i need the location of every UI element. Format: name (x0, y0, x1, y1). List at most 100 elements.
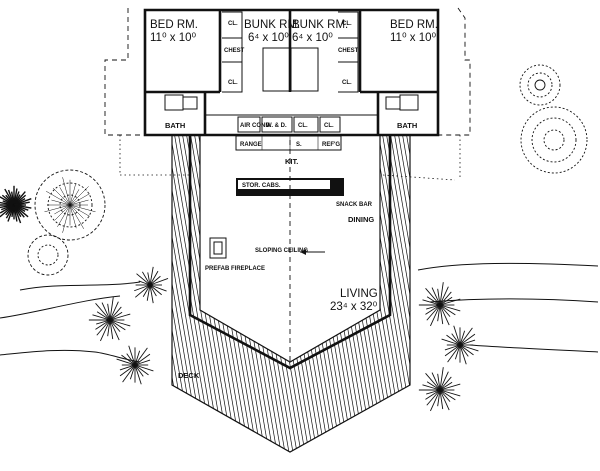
shrub-stroke (54, 204, 71, 215)
ground-contours (0, 262, 599, 363)
deck-hatch-line (231, 135, 293, 452)
shrub-stroke (96, 311, 111, 321)
shrub-stroke (116, 358, 136, 366)
deck-hatch-line (444, 120, 504, 470)
shrub-stroke (459, 339, 476, 346)
shrub-stroke (134, 284, 151, 292)
deck-hatch-line (468, 120, 528, 470)
deck-hatch-line (172, 135, 225, 452)
shrub-stroke (134, 347, 148, 366)
shrub-stroke (439, 389, 451, 402)
roof-outline (104, 7, 471, 181)
shrub-stroke (95, 303, 111, 321)
shrub-stroke (109, 313, 131, 321)
shrub-stroke (51, 199, 71, 206)
deck-hatch-line (243, 135, 305, 452)
shrub-stroke (62, 204, 71, 233)
deck (171, 120, 556, 470)
shrub-stroke (422, 299, 441, 306)
shrub-stroke (69, 204, 90, 217)
stor-cabs-label: STOR. CABS. (242, 183, 281, 189)
shrub-stroke (134, 353, 151, 366)
shrub-stroke (426, 381, 441, 391)
shrub-stroke (422, 384, 441, 391)
shrub-stroke (138, 280, 151, 286)
shrub-stroke (437, 373, 441, 391)
shrub-stroke (431, 372, 441, 391)
shrub-stroke (62, 177, 71, 206)
deck-hatch-line (472, 120, 532, 470)
closet-label-1: CL. (228, 21, 238, 27)
shrub-stroke (459, 327, 473, 346)
shrub-stroke (45, 190, 71, 206)
shrub-stroke (426, 389, 441, 406)
closet-label-2: CL. (228, 80, 238, 86)
deck-hatch-line (383, 135, 410, 452)
shrub-stroke (69, 186, 89, 206)
deck-hatch-line (172, 135, 173, 452)
shrub-stroke (134, 350, 141, 366)
deck-hatch-line (255, 135, 317, 452)
deck-hatch-line (375, 135, 410, 452)
deck-hatch-line (215, 135, 277, 452)
shrub-stroke (439, 286, 449, 306)
shrub-stroke (426, 389, 441, 395)
shrub-stroke (149, 284, 157, 297)
shrub-stroke (431, 287, 441, 306)
shrub-stroke (142, 284, 151, 298)
shrub-stroke (430, 304, 441, 327)
shrub-stroke (437, 389, 441, 407)
shrub-stroke (439, 304, 450, 326)
shrub-stroke (107, 319, 111, 337)
shrub-stroke (149, 270, 159, 286)
tree-left-dark (0, 185, 32, 224)
shrub-stroke (439, 389, 461, 397)
deck-hatch-line (172, 135, 189, 452)
deck-hatch-line (172, 135, 185, 452)
range-label: RANGE (240, 142, 262, 148)
shrub-stroke (451, 333, 461, 346)
shrub-stroke (439, 389, 444, 410)
shrub-stroke (126, 353, 136, 366)
shrub-stroke (439, 389, 450, 411)
shrub-stroke (439, 304, 444, 325)
deck-hatch-line (275, 135, 337, 452)
shrub-right-3 (418, 367, 461, 412)
snack-bar-label: SNACK BAR (336, 202, 373, 208)
shrub-stroke (109, 319, 120, 341)
bunk-right-name: BUNK RM. (292, 19, 348, 31)
deck-hatch-line (452, 120, 512, 470)
deck-hatch-line (267, 135, 329, 452)
deck-hatch-line (488, 120, 548, 470)
deck-hatch-line (496, 120, 556, 470)
shrub-stroke (69, 184, 76, 206)
shrub-stroke (147, 272, 151, 286)
kitchen-label: KIT. (285, 157, 298, 166)
bunk-left-size: 6⁴ x 10⁰ (248, 32, 289, 44)
shrub-stroke (149, 275, 161, 286)
deck-hatch-line (239, 135, 301, 452)
shrub-stroke (425, 389, 441, 400)
shrub-stroke (69, 193, 90, 206)
shrub-stroke (439, 304, 456, 316)
shrub-stroke (69, 204, 96, 213)
shrub-stroke (453, 325, 461, 346)
shrub-stroke (122, 364, 136, 383)
tree-right-top (519, 64, 561, 106)
chest-label-1: CHEST (224, 48, 245, 54)
shrub-stroke (95, 319, 111, 330)
shrub-stroke (149, 266, 154, 286)
shrub-stroke (69, 199, 89, 206)
shrub-stroke (134, 364, 142, 385)
shrub-stroke (146, 284, 151, 301)
refrig-label: REF'G (322, 142, 340, 148)
bed-left-name: BED RM. (150, 19, 198, 31)
shrub-stroke (425, 373, 441, 391)
shrub-stroke (101, 302, 111, 321)
shrub-stroke (109, 319, 126, 331)
shrub-stroke (109, 319, 114, 340)
deck-hatch-line (456, 120, 516, 470)
deck-hatch-line (424, 120, 484, 470)
shrub-stroke (439, 371, 449, 391)
fireplace-label: PREFAB FIREPLACE (205, 266, 265, 272)
